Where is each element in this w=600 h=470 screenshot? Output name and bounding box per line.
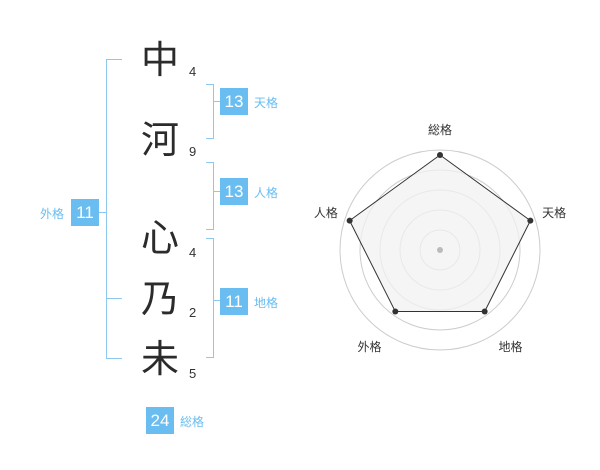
radar-point [392,308,399,315]
radar-point [346,217,353,224]
jinkaku-label: 人格 [254,186,279,200]
radar-value-polygon [348,154,532,312]
name-char-2: 河 [140,118,179,162]
stroke-count-1: 4 [189,64,197,79]
soukaku-value: 24 [146,407,174,434]
jinkaku-value: 13 [220,178,248,205]
radar-point [437,152,443,158]
stroke-count-4: 2 [189,305,197,320]
name-char-5: 未 [140,337,179,381]
gaikaku-label: 外格 [40,207,65,221]
soukaku-label: 総格 [180,415,205,429]
stroke-count-2: 9 [189,144,197,159]
radar-grid-ring [339,149,541,351]
name-char-4: 乃 [140,277,179,321]
stroke-count-3: 4 [189,245,197,260]
radar-axis-label: 人格 [314,205,338,220]
name-char-1: 中 [140,38,179,82]
radar-axis-label: 地格 [499,339,523,354]
name-char-3: 心 [140,216,179,260]
radar-point [527,217,534,224]
radar-axis-label: 総格 [428,122,452,137]
tenkaku-value: 13 [220,88,248,115]
radar-axis-label: 天格 [542,205,566,220]
stroke-count-5: 5 [189,366,197,381]
radar-center-dot [437,247,443,253]
chikaku-label: 地格 [254,296,279,310]
radar-axis-label: 外格 [357,339,381,354]
chikaku-value: 11 [220,288,248,315]
tenkaku-label: 天格 [254,96,279,110]
gaikaku-value: 11 [71,199,99,226]
radar-point [481,308,488,315]
